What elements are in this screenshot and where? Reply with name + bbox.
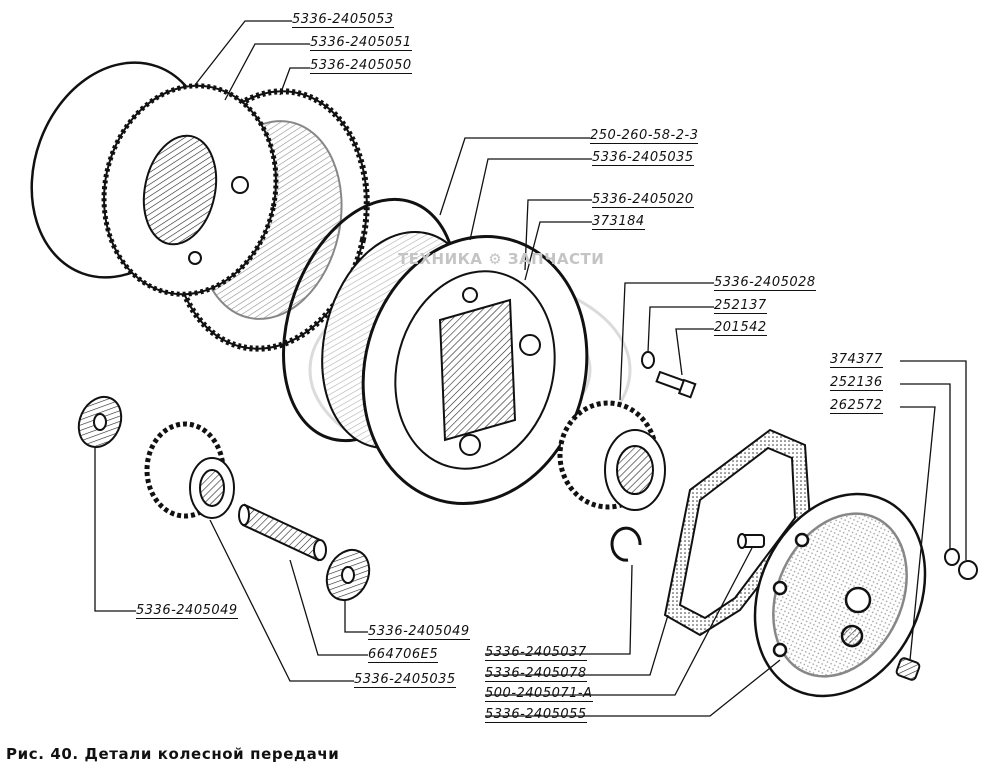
watermark-text: ТЕХНИКА ⚙ ЗАПЧАСТИ xyxy=(398,250,605,268)
part-label: 5336-2405051 xyxy=(310,35,412,51)
part-label: 5336-2405055 xyxy=(485,707,587,723)
planet-carrier xyxy=(321,230,589,505)
snap-ring xyxy=(610,526,642,562)
part-label: 5336-2405020 xyxy=(592,192,694,208)
planet-gear-right xyxy=(557,400,666,511)
part-label: 373184 xyxy=(592,214,645,230)
part-label: 5336-2405035 xyxy=(354,672,456,688)
ring-gear-assembly xyxy=(101,83,370,352)
leader-lines xyxy=(94,20,967,717)
bolt-and-washer xyxy=(641,351,697,399)
part-label: 5336-2405050 xyxy=(310,58,412,74)
part-label: 250-260-58-2-3 xyxy=(590,128,699,144)
part-label: 5336-2405035 xyxy=(592,150,694,166)
part-label: 201542 xyxy=(714,320,767,336)
part-label: 5336-2405037 xyxy=(485,645,587,661)
splined-shaft xyxy=(238,503,327,562)
part-label: 252136 xyxy=(830,375,883,391)
part-label: 374377 xyxy=(830,352,883,368)
part-label: 5336-2405078 xyxy=(485,666,587,682)
gasket xyxy=(663,428,812,637)
sun-gear xyxy=(144,421,235,519)
thrust-washer-left xyxy=(77,395,123,449)
part-label: 500-2405071-А xyxy=(485,686,593,702)
part-label: 664706Е5 xyxy=(368,647,439,663)
part-label: 262572 xyxy=(830,398,883,414)
part-label: 5336-2405028 xyxy=(714,275,816,291)
axle-pin xyxy=(737,533,765,549)
thrust-washer-shaft xyxy=(325,548,371,602)
part-label: 5336-2405049 xyxy=(136,603,238,619)
part-label: 252137 xyxy=(714,298,767,314)
part-label: 5336-2405049 xyxy=(368,624,470,640)
cover-fasteners xyxy=(895,548,978,681)
part-label: 5336-2405053 xyxy=(292,12,394,28)
figure-caption: Рис. 40. Детали колесной передачи xyxy=(6,745,340,763)
